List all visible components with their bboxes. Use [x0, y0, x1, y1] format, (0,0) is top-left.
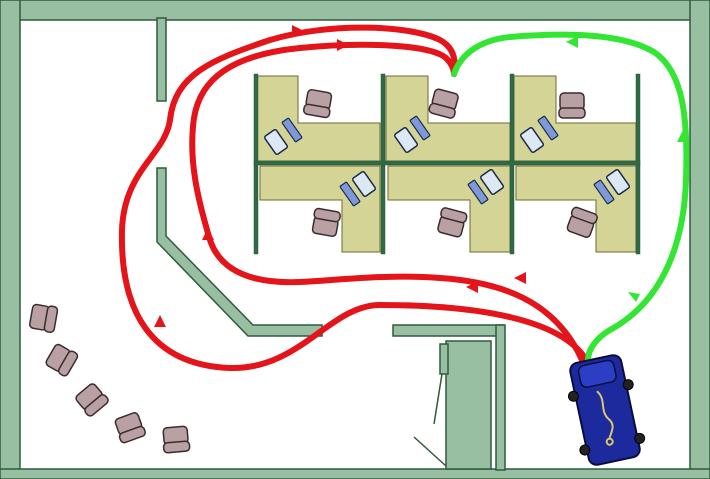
- direction-arrow-icon: [466, 281, 478, 293]
- direction-arrow-icon: [514, 272, 526, 284]
- office-chair-icon: [302, 88, 334, 119]
- reception-desk: [445, 340, 492, 470]
- keyboard-icon: [593, 179, 615, 205]
- direction-arrow-icon: [202, 228, 214, 240]
- office-chair-icon: [28, 302, 59, 334]
- keyboard-icon: [537, 115, 559, 141]
- office-chair-icon: [310, 207, 342, 238]
- green-path: [451, 31, 690, 363]
- direction-arrow-icon: [566, 36, 578, 48]
- mobile-robot-icon: [567, 354, 646, 466]
- red-path-inner: [189, 41, 585, 363]
- cubicle-partitions: [253, 73, 641, 255]
- direction-arrow-icon: [628, 292, 640, 302]
- keyboard-icon: [409, 115, 431, 141]
- door-swing: [413, 436, 447, 467]
- direction-arrow-icon: [292, 25, 304, 37]
- partition: [253, 160, 641, 166]
- direction-arrow-icon: [154, 315, 166, 327]
- wall-partition-top: [156, 17, 167, 102]
- wall-right: [689, 0, 710, 479]
- keyboard-icon: [281, 117, 303, 143]
- keyboard-icon: [339, 181, 361, 207]
- office-chair-icon: [161, 425, 191, 454]
- reception-desk-edge: [439, 343, 449, 375]
- wall-bottom: [0, 468, 710, 479]
- direction-arrow-icon: [337, 39, 349, 51]
- wall-counter-side: [495, 324, 506, 471]
- office-chair-icon: [558, 92, 586, 119]
- wall-partition-angled: [156, 167, 323, 337]
- door-swing: [433, 373, 443, 425]
- keyboard-icon: [467, 179, 489, 205]
- direction-arrows: [154, 25, 689, 327]
- direction-arrow-icon: [677, 130, 689, 142]
- wall-top: [0, 0, 710, 21]
- wall-left: [0, 0, 21, 479]
- wall-counter-top: [392, 324, 504, 337]
- robot-paths: [118, 24, 690, 372]
- computers: [263, 115, 631, 207]
- red-path-outer: [118, 24, 588, 372]
